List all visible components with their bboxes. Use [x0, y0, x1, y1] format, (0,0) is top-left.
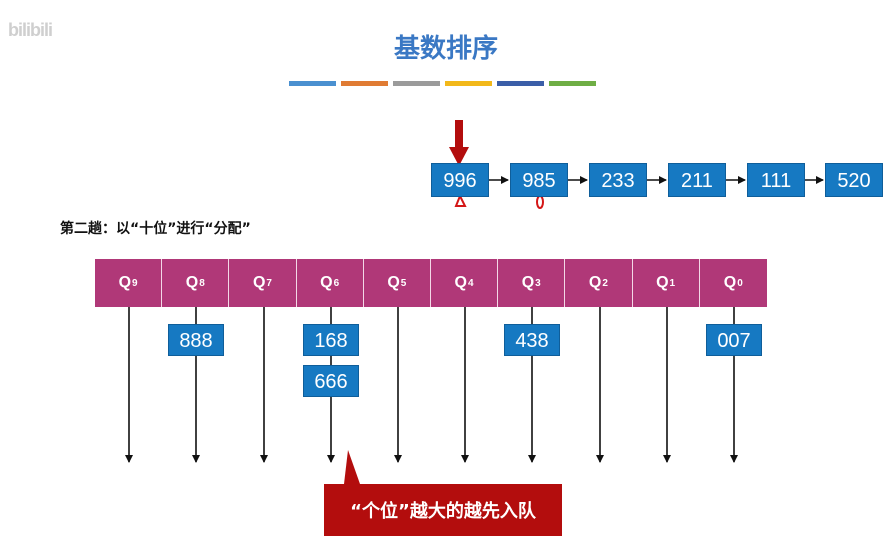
bucket-q0-item-007: 007	[706, 324, 762, 356]
bucket-q6-item-666: 666	[303, 365, 359, 397]
underline-stripe-5	[497, 81, 544, 86]
underline-stripe-2	[341, 81, 388, 86]
tens-digit-mark-1	[454, 193, 467, 207]
callout-pointer	[344, 450, 360, 484]
underline-stripe-1	[289, 81, 336, 86]
underline-stripe-6	[549, 81, 596, 86]
chain-node-211: 211	[668, 163, 726, 197]
title-underline	[289, 81, 596, 86]
current-pointer-arrow	[449, 120, 469, 166]
pass-description: 第二趟：以“十位”进行“分配”	[60, 221, 251, 237]
chain-node-985: 985	[510, 163, 568, 197]
callout-note: “个位”越大的越先入队	[324, 484, 562, 536]
slide-title: 基数排序	[393, 34, 498, 64]
underline-stripe-3	[393, 81, 440, 86]
bucket-q3-item-438: 438	[504, 324, 560, 356]
chain-node-520: 520	[825, 163, 883, 197]
chain-node-233: 233	[589, 163, 647, 197]
bucket-q6-item-168: 168	[303, 324, 359, 356]
watermark-logo: bilibili	[8, 20, 53, 40]
underline-stripe-4	[445, 81, 492, 86]
chain-node-111: 111	[747, 163, 805, 197]
bucket-q8-item-888: 888	[168, 324, 224, 356]
chain-node-996: 996	[431, 163, 489, 197]
